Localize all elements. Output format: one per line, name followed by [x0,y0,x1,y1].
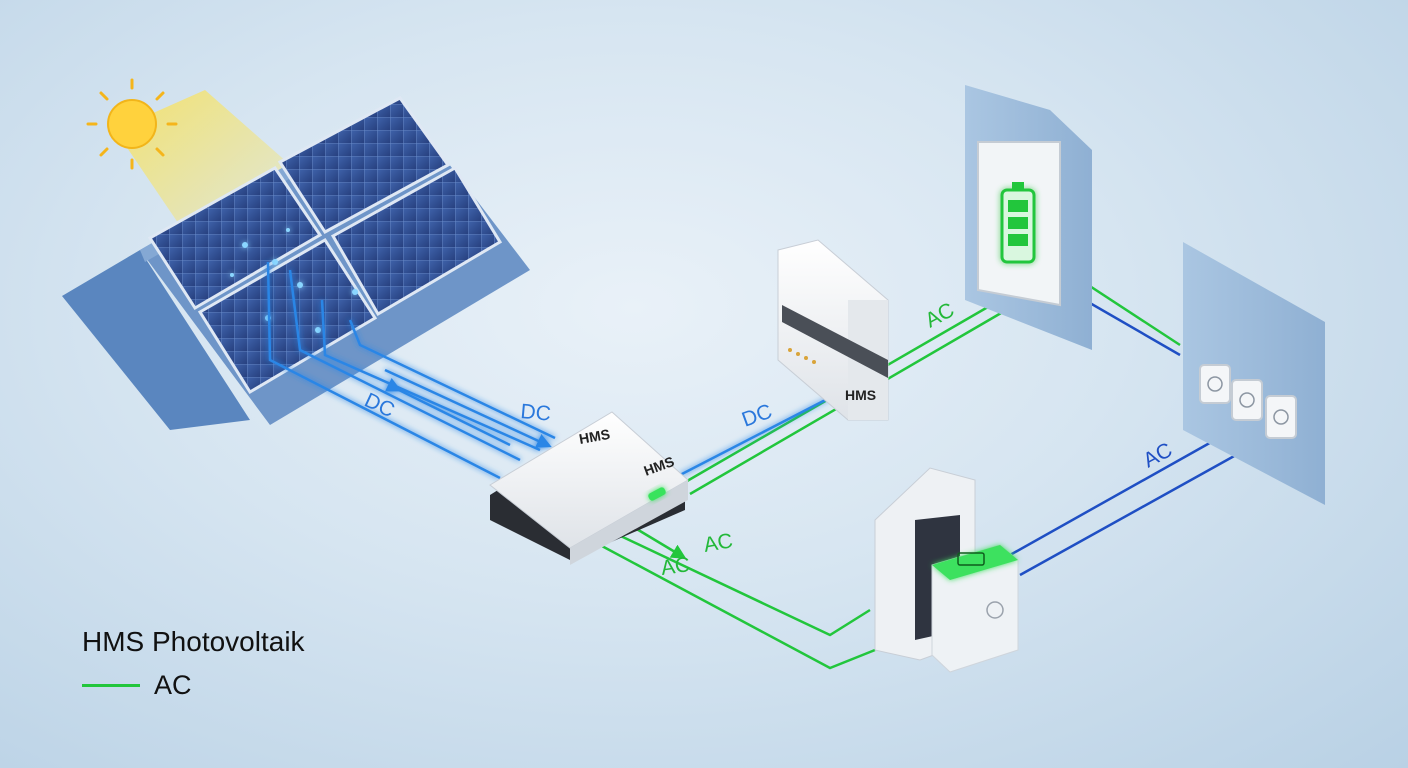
diagram-labels: DC DC DC AC AC AC AC [361,298,1176,580]
label-ac-out: AC [702,529,735,557]
plug-storage-device [874,467,1019,673]
label-dc-inverter: DC [739,400,775,432]
solar-panels [147,96,503,395]
hub-brand-top: HMS [578,426,611,447]
label-ac-in: AC [659,553,691,580]
label-ac-wall: AC [1140,438,1177,472]
legend: HMS Photovoltaik AC [82,626,305,701]
inverter-brand: HMS [845,387,876,403]
dc-lines [266,261,556,480]
legend-label-ac: AC [154,670,192,700]
legend-swatch-ac [82,684,140,687]
inverter: HMS [777,239,889,421]
dc-line-inverter [679,393,836,477]
label-dc-roof: DC [361,389,398,423]
wall-panel-battery [965,85,1092,350]
label-dc-arrow: DC [520,400,552,426]
legend-item-ac: AC [82,670,305,701]
wall-panel-sockets [1183,242,1325,505]
socket-icon [1199,364,1297,439]
hms-hub: HMS HMS [489,411,689,565]
legend-title: HMS Photovoltaik [82,626,305,657]
